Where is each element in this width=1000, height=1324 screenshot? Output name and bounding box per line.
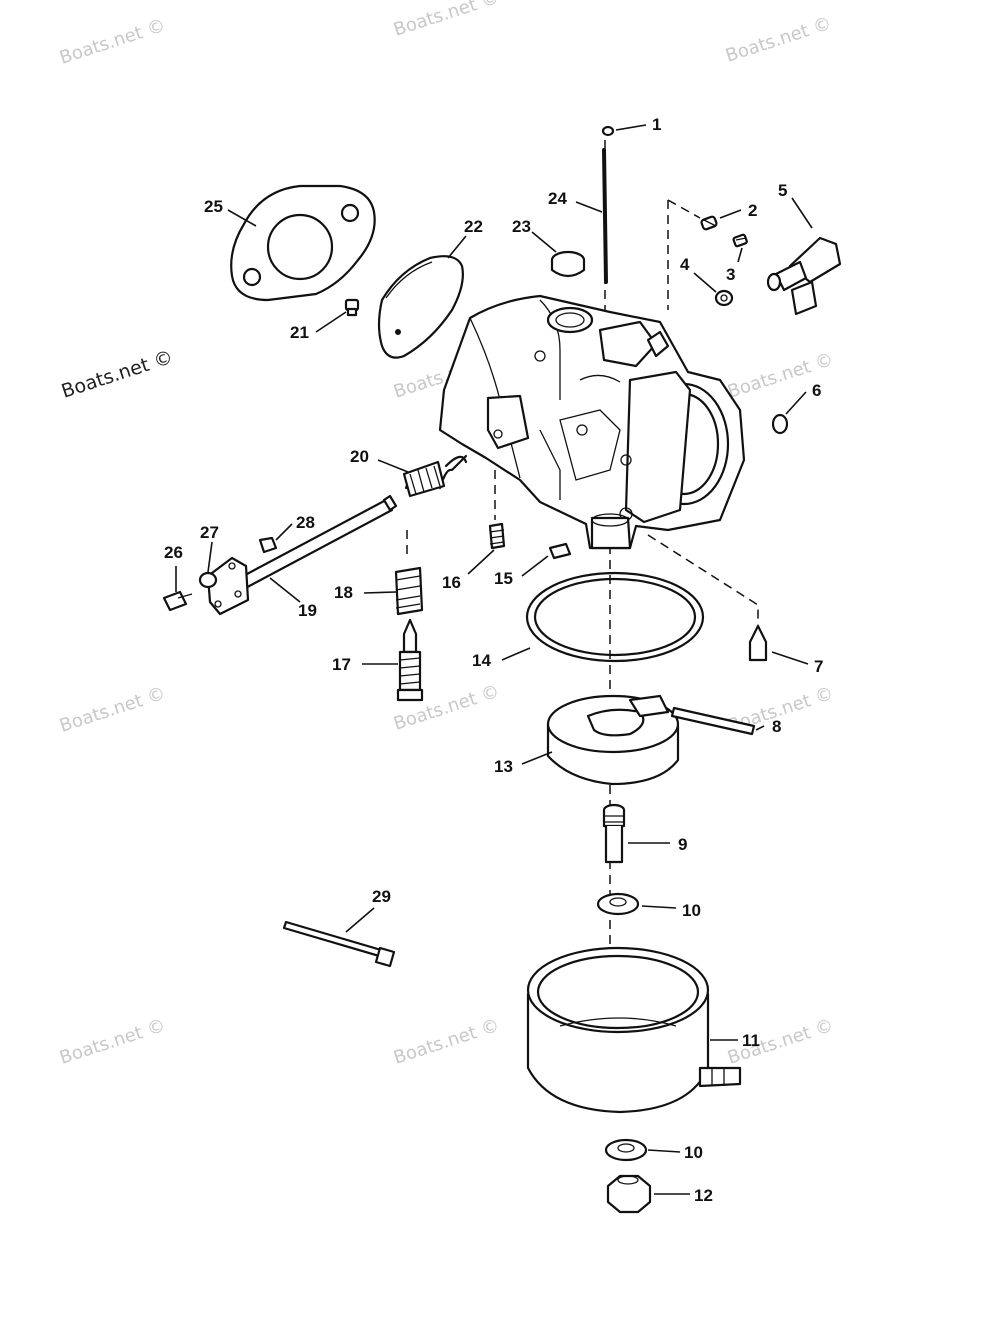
part-15-screw: [548, 542, 572, 560]
callout-4: 4: [680, 255, 690, 274]
callout-8: 8: [772, 717, 781, 736]
callout-25: 25: [204, 197, 223, 216]
part-11-float-bowl: [526, 946, 742, 1114]
leader-lines: [175, 124, 813, 1195]
part-12-drain-plug: [606, 1174, 652, 1214]
callout-11: 11: [742, 1031, 760, 1050]
callout-27: 27: [200, 523, 219, 542]
part-1-ring: [601, 125, 615, 137]
watermark: Boats.net ©: [391, 0, 502, 41]
part-16-screw: [488, 522, 506, 550]
part-2-screw: [700, 215, 718, 231]
callout-12: 12: [694, 1186, 713, 1205]
part-6-plug: [771, 413, 789, 435]
part-5-fitting: [766, 236, 842, 316]
callout-22: 22: [464, 217, 483, 236]
part-19-throttle-shaft: [206, 494, 398, 616]
callout-13: 13: [494, 757, 513, 776]
part-23-plug: [550, 250, 586, 278]
carburetor-body: [438, 294, 746, 550]
part-8-pin: [670, 706, 756, 736]
callout-9: 9: [678, 835, 687, 854]
part-9-jet: [602, 803, 626, 864]
part-10-washer: [596, 892, 640, 916]
callout-20: 20: [350, 447, 369, 466]
watermarks: Boats.net © Boats.net © Boats.net © Boat…: [57, 0, 836, 1069]
part-7-pin: [748, 624, 768, 662]
callout-29: 29: [372, 887, 391, 906]
callout-19: 19: [298, 601, 317, 620]
part-26-screw: [162, 590, 193, 612]
watermark: Boats.net ©: [59, 346, 176, 403]
part-27-bushing: [198, 571, 218, 589]
callout-5: 5: [778, 181, 787, 200]
callout-28: 28: [296, 513, 315, 532]
part-3-screw: [732, 233, 748, 248]
callout-26: 26: [164, 543, 183, 562]
part-25-flange-gasket: [230, 184, 376, 302]
watermark: Boats.net ©: [391, 1015, 502, 1069]
callout-6: 6: [812, 381, 821, 400]
callout-1: 1: [652, 115, 661, 134]
part-4-washer: [714, 289, 734, 307]
watermark: Boats.net ©: [57, 15, 168, 69]
part-21-screw: [344, 298, 360, 317]
callout-23: 23: [512, 217, 531, 236]
callout-21: 21: [290, 323, 309, 342]
callout-labels: 1 2 3 4 5 6 7 8 9 10 11 12 13 14 15 16 1…: [164, 115, 823, 1205]
part-17-needle: [396, 618, 424, 702]
watermark: Boats.net ©: [723, 13, 834, 67]
callout-15: 15: [494, 569, 513, 588]
callout-18: 18: [334, 583, 353, 602]
part-20-spring: [402, 454, 468, 498]
part-24-rod: [602, 148, 608, 284]
callout-2: 2: [748, 201, 757, 220]
watermark: Boats.net ©: [57, 1015, 168, 1069]
callout-7: 7: [814, 657, 823, 676]
callout-24: 24: [548, 189, 567, 208]
part-29-rod: [282, 920, 396, 968]
callout-17: 17: [332, 655, 351, 674]
callout-10: 10: [682, 901, 701, 920]
part-22-cover-plate: [377, 255, 464, 359]
callout-3: 3: [726, 265, 735, 284]
callout-16: 16: [442, 573, 461, 592]
part-28-nut: [258, 536, 278, 554]
part-18-spring: [394, 566, 424, 616]
part-13-float: [546, 694, 680, 786]
callout-14: 14: [472, 651, 491, 670]
part-14-o-ring: [525, 571, 705, 663]
part-10-washer-lower: [604, 1138, 648, 1162]
callout-10-lower: 10: [684, 1143, 703, 1162]
watermark: Boats.net ©: [57, 683, 168, 737]
